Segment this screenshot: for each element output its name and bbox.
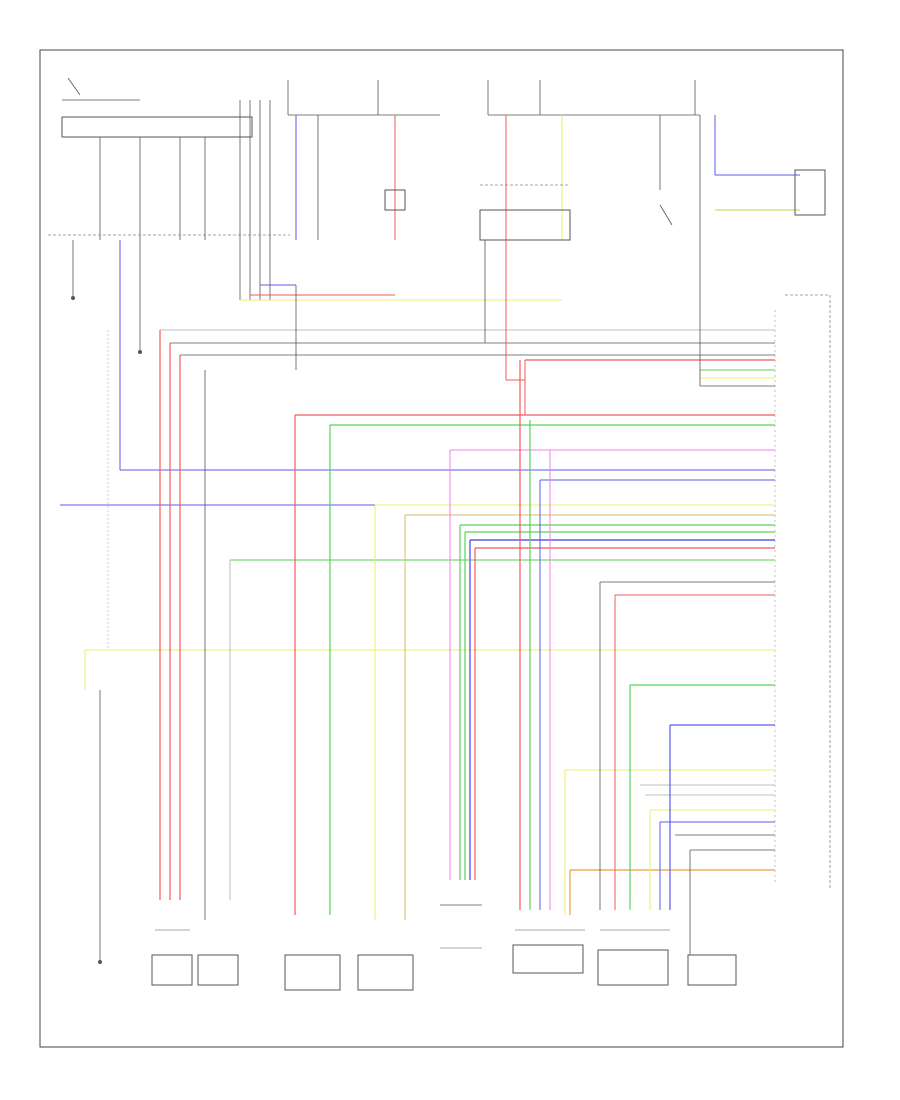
component-box-6 [597,949,669,986]
component-box-2 [197,954,239,986]
bottom-components [98,904,737,991]
ecm-connector [774,294,831,890]
component-box-1 [151,954,193,986]
component-box-7 [687,954,737,986]
component-box-3 [284,954,341,991]
ignition-switch-area [48,77,290,354]
fuse-block-2 [479,80,600,241]
fuse-block-3 [600,80,826,226]
component-box-5 [512,944,584,974]
vertical-wires [84,115,701,960]
component-box-4 [357,954,414,991]
diagram-frame [39,49,844,1048]
fuse-block-1 [287,80,440,240]
ecm-wires [60,329,775,871]
